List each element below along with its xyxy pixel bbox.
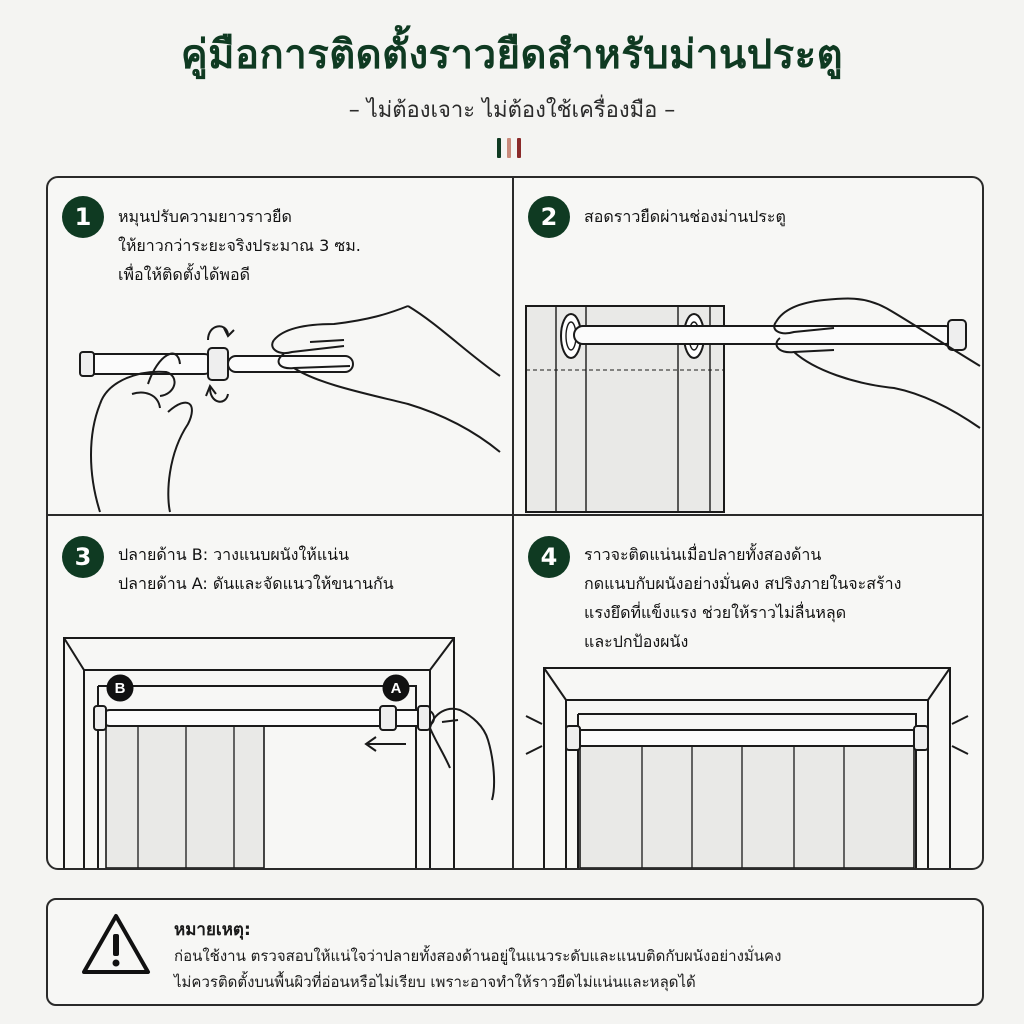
accent-bar-pink (507, 138, 511, 158)
step-2: 2 สอดราวยืดผ่านช่องม่านประตู (514, 178, 982, 514)
step-4-text: ราวจะติดแน่นเมื่อปลายทั้งสองด้าน กดแนบกั… (584, 540, 901, 656)
step-3-line-1: ปลายด้าน B: วางแนบผนังให้แน่น (118, 545, 350, 564)
warning-icon (82, 914, 150, 974)
note-line-2: ไม่ควรติดตั้งบนพื้นผิวที่อ่อนหรือไม่เรีย… (174, 973, 696, 991)
note-box: หมายเหตุ: ก่อนใช้งาน ตรวจสอบให้แน่ใจว่าป… (46, 898, 984, 1006)
step-1-illustration (79, 305, 501, 513)
divider-horizontal (48, 514, 982, 516)
label-a: A (391, 680, 402, 697)
note-line-1: ก่อนใช้งาน ตรวจสอบให้แน่ใจว่าปลายทั้งสอง… (174, 947, 782, 965)
page-subtitle: – ไม่ต้องเจาะ ไม่ต้องใช้เครื่องมือ – (348, 98, 676, 123)
page-title: คู่มือการติดตั้งราวยืดสำหรับม่านประตู (180, 32, 844, 78)
step-3-text: ปลายด้าน B: วางแนบผนังให้แน่น ปลายด้าน A… (118, 540, 394, 598)
step-1-line-3: เพื่อให้ติดตั้งได้พอดี (118, 265, 250, 284)
step-1-number: 1 (62, 196, 104, 238)
step-3-line-2: ปลายด้าน A: ดันและจัดแนวให้ขนานกัน (118, 574, 394, 593)
accent-bar-green (497, 138, 501, 158)
step-4-line-1: ราวจะติดแน่นเมื่อปลายทั้งสองด้าน (584, 545, 822, 564)
label-b-badge: B (106, 674, 134, 702)
step-4: 4 ราวจะติดแน่นเมื่อปลายทั้งสองด้าน กดแนบ… (514, 516, 982, 868)
divider-vertical (512, 178, 514, 868)
step-2-illustration (525, 297, 981, 513)
step-2-line-1: สอดราวยืดผ่านช่องม่านประตู (584, 207, 786, 226)
step-4-line-3: แรงยึดที่แข็งแรง ช่วยให้ราวไม่ลื่นหลุด (584, 603, 847, 622)
steps-panel: 1 หมุนปรับความยาวราวยืด ให้ยาวกว่าระยะจร… (46, 176, 984, 870)
label-b: B (115, 680, 126, 697)
step-4-line-2: กดแนบกับผนังอย่างมั่นคง สปริงภายในจะสร้า… (584, 574, 902, 593)
step-1: 1 หมุนปรับความยาวราวยืด ให้ยาวกว่าระยะจร… (48, 178, 512, 514)
step-1-line-2: ให้ยาวกว่าระยะจริงประมาณ 3 ซม. (118, 236, 361, 255)
step-3: 3 ปลายด้าน B: วางแนบผนังให้แน่น ปลายด้าน… (48, 516, 512, 868)
accent-bar-red (517, 138, 521, 158)
step-2-text: สอดราวยืดผ่านช่องม่านประตู (584, 202, 786, 231)
accent-bars (497, 138, 521, 158)
step-1-text: หมุนปรับความยาวราวยืด ให้ยาวกว่าระยะจริง… (118, 202, 361, 289)
step-4-illustration (525, 667, 969, 868)
label-a-badge: A (382, 674, 410, 702)
step-2-number: 2 (528, 196, 570, 238)
step-4-number: 4 (528, 536, 570, 578)
note-title: หมายเหตุ: (174, 920, 251, 940)
step-1-line-1: หมุนปรับความยาวราวยืด (118, 207, 292, 226)
step-3-illustration: B A (63, 637, 496, 868)
step-3-number: 3 (62, 536, 104, 578)
step-4-line-4: และปกป้องผนัง (584, 632, 689, 651)
